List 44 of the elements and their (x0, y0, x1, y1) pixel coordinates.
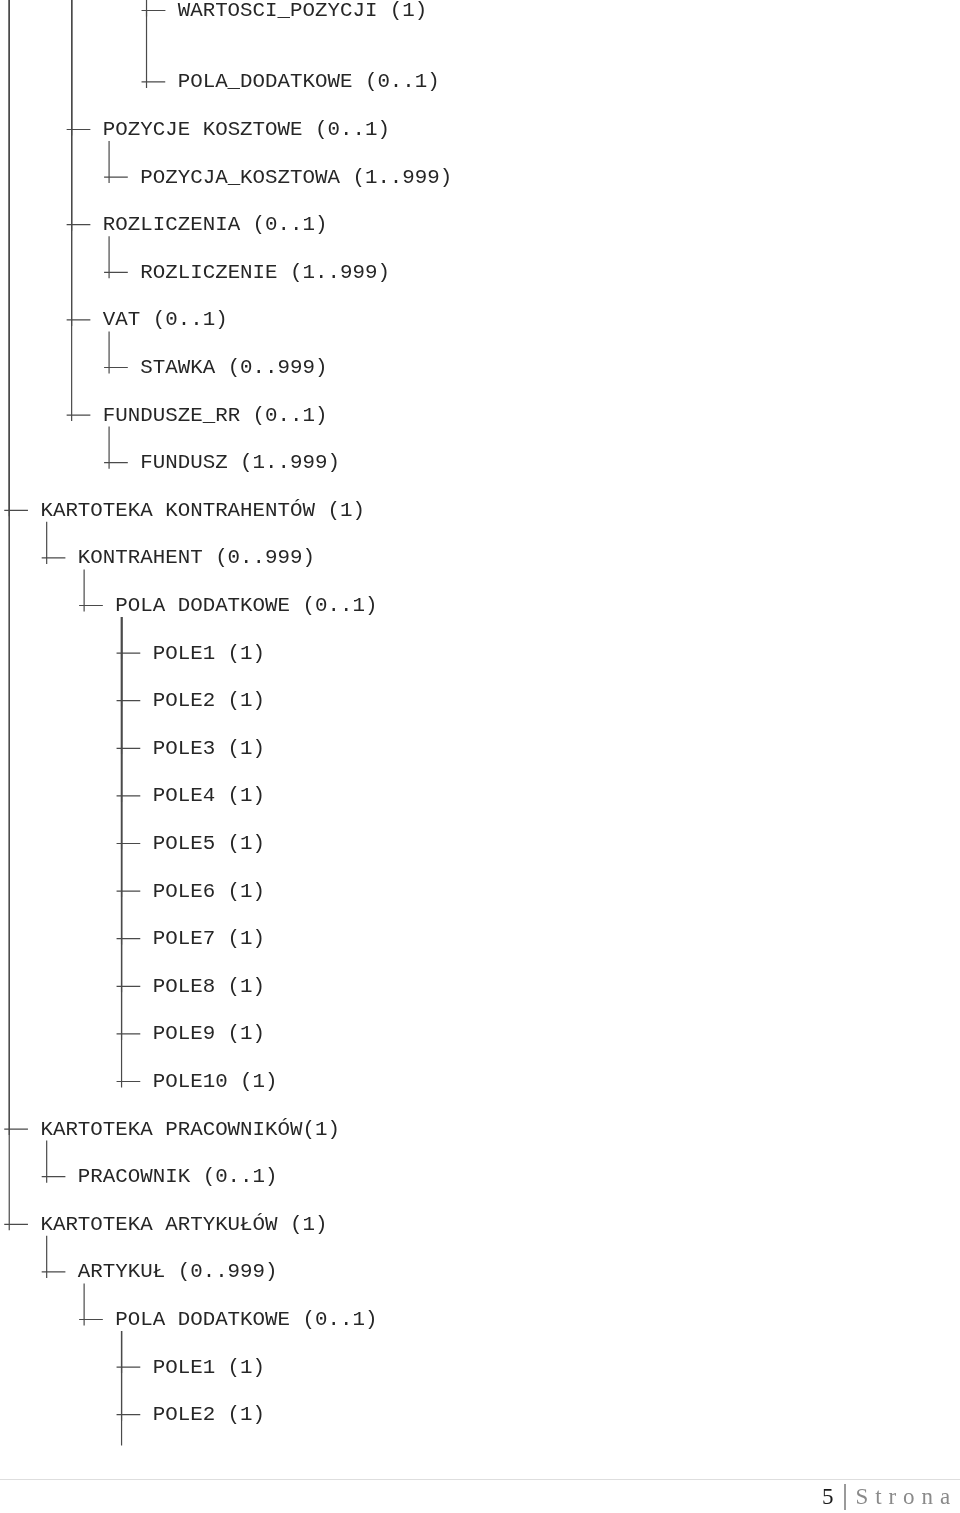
tree-item-label: KONTRAHENT (0..999) (65, 547, 315, 570)
tree-item-label: KARTOTEKA KONTRAHENTÓW (1) (27, 499, 365, 522)
tree-item-label: POLE5 (1) (140, 833, 266, 855)
tree-connector (78, 568, 104, 613)
tree-item-label: FUNDUSZ (1..999) (127, 452, 340, 475)
tree-item-label: ROZLICZENIA (0..1) (90, 214, 328, 237)
tree-item-label: POLE2 (1) (140, 1404, 266, 1427)
tree-item-label: PRACOWNIK (0..1) (65, 1166, 278, 1189)
tree-connector (103, 140, 129, 184)
tree-item-label: POLA_DODATKOWE (0..1) (165, 71, 440, 94)
tree-connector (103, 235, 129, 279)
tree-item-label: POLE4 (1) (140, 785, 266, 808)
tree-item-label: POLA DODATKOWE (0..1) (102, 595, 378, 617)
tree-item-label: STAWKA (0..999) (127, 357, 328, 379)
tree-item-label: POLA DODATKOWE (0..1) (102, 1309, 378, 1331)
tree-connector (41, 1235, 66, 1279)
tree-item-label: POLE8 (1) (140, 975, 266, 998)
tree-item-label: ROZLICZENIE (1..999) (127, 261, 390, 284)
tree-item-label: POLE1 (1) (140, 1356, 266, 1379)
tree-connector (103, 426, 129, 470)
tree-item-label: KARTOTEKA ARTYKUŁÓW (1) (27, 1213, 328, 1236)
tree-item-label: ARTYKUŁ (0..999) (65, 1261, 278, 1284)
tree-item-label: POZYCJE KOSZTOWE (0..1) (90, 119, 390, 141)
tree-item-label: POLE7 (1) (140, 928, 266, 951)
tree-item-label: FUNDUSZE_RR (0..1) (90, 404, 328, 427)
tree-connector (140, 9, 166, 89)
tree-item-label: POLE9 (1) (140, 1023, 266, 1046)
tree-item-label: WARTOSCI_POZYCJI (1) (165, 0, 428, 22)
tree-item-label: VAT (0..1) (90, 309, 228, 332)
tree-item-label: KARTOTEKA PRACOWNIKÓW(1) (27, 1118, 340, 1141)
tree-connector (78, 1282, 104, 1327)
tree-connector (120, 1330, 123, 1447)
tree-item-label: POZYCJA_KOSZTOWA (1..999) (127, 166, 453, 189)
tree-connector (66, 0, 91, 422)
tree-connector (41, 521, 66, 565)
tree-item-label: POLE10 (1) (140, 1071, 278, 1093)
tree-item-label: POLE3 (1) (140, 737, 266, 760)
page-label: Strona (855, 1484, 957, 1510)
tree-connector (103, 330, 129, 375)
tree-item-label: POLE1 (1) (140, 642, 266, 665)
tree-connector (41, 1140, 66, 1184)
tree-item-label: POLE2 (1) (140, 690, 266, 713)
tree-item-label: POLE6 (1) (140, 880, 266, 903)
page-number: 5 (822, 1484, 834, 1510)
